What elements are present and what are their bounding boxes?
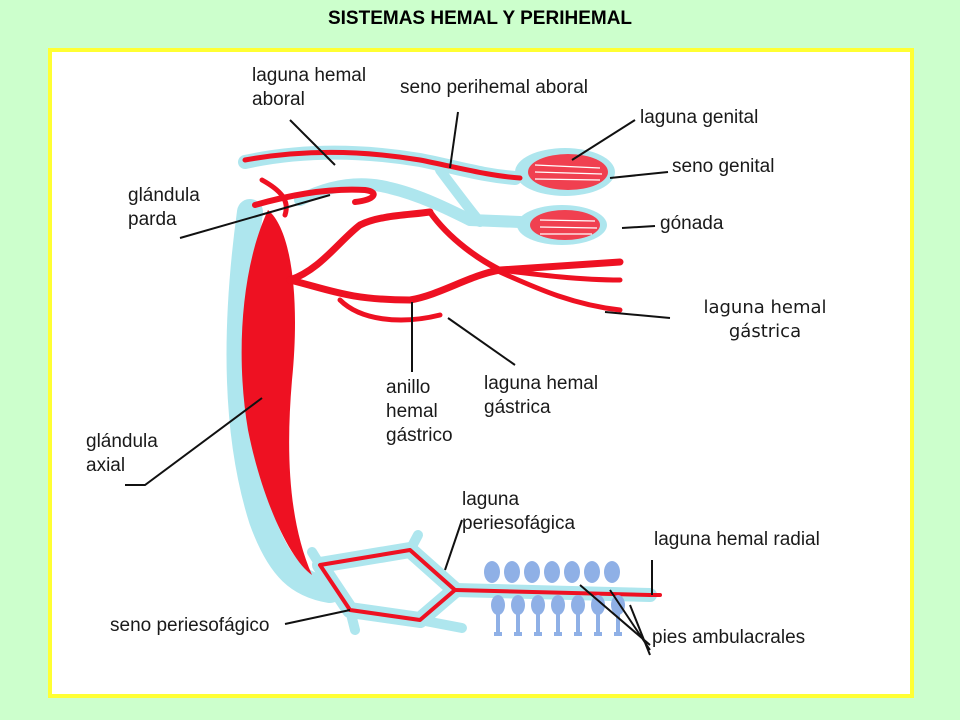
- label-seno-perihemal-aboral: seno perihemal aboral: [400, 77, 589, 98]
- gastric-lagoon-branch-2: [497, 269, 623, 313]
- label-laguna-hemal-gastrica-center: laguna hemal gástrica: [484, 373, 599, 418]
- tube-foot-ampulla: [584, 561, 600, 583]
- tube-foot-podium: [534, 612, 542, 636]
- label-seno-periesofagico: seno periesofágico: [110, 615, 270, 636]
- leader-laguna-hemal-gastrica-right: [604, 311, 671, 319]
- label-pies-ambulacrales: pies ambulacrales: [652, 627, 806, 648]
- genital-lagoon-upper-core: [528, 154, 608, 190]
- leader-glandula-parda: [179, 194, 331, 239]
- perihemal-stub-right: [405, 530, 423, 555]
- tube-foot-ampulla: [564, 561, 580, 583]
- leader-seno-periesofagico: [284, 609, 351, 625]
- leader-laguna-genital: [571, 119, 636, 161]
- leader-laguna-hemal-aboral: [289, 119, 336, 166]
- label-laguna-periesofagica: laguna periesofágica: [462, 489, 576, 534]
- tube-foot-ampulla: [571, 595, 585, 615]
- gonads: [515, 148, 615, 245]
- perihemal-stub-bottom: [345, 605, 360, 635]
- tube-foot-ampulla: [491, 595, 505, 615]
- tube-foot-ampulla: [524, 561, 540, 583]
- brown-gland-lagoon: [252, 186, 377, 208]
- tube-foot-ampulla: [484, 561, 500, 583]
- label-anillo-hemal-gastrico: anillo hemal gástrico: [386, 377, 453, 446]
- page-title: SISTEMAS HEMAL Y PERIHEMAL: [327, 8, 633, 29]
- label-laguna-hemal-radial: laguna hemal radial: [654, 529, 820, 550]
- tube-foot-podium: [494, 612, 502, 636]
- perihemal-gonad-link: [435, 165, 485, 227]
- tube-foot-ampulla: [511, 595, 525, 615]
- tube-foot-podium: [574, 612, 582, 636]
- leader-gonada: [621, 225, 656, 229]
- leader-glandula-axial: [125, 397, 263, 486]
- label-laguna-genital: laguna genital: [640, 107, 759, 128]
- leader-laguna-hemal-gastrica-center: [447, 317, 516, 366]
- leader-lines: [125, 111, 671, 656]
- periesophageal-hemal-ring: [318, 548, 457, 622]
- label-gonada: gónada: [660, 213, 724, 234]
- axial-gland: [241, 210, 312, 575]
- gastric-lagoon-main: [286, 258, 624, 304]
- label-laguna-hemal-gastrica-right: laguna hemal gástrica: [703, 297, 827, 342]
- tube-foot-podium: [614, 612, 622, 636]
- perihemal-stub-left: [307, 547, 325, 570]
- perihemal-axial-sinus: [226, 199, 343, 603]
- tube-foot-ampulla: [544, 561, 560, 583]
- gastric-ring: [337, 297, 443, 323]
- tube-foot-ampulla: [531, 595, 545, 615]
- tube-foot-podium: [554, 612, 562, 636]
- leader-seno-genital: [609, 171, 669, 179]
- tube-foot-ampulla: [591, 595, 605, 615]
- tube-foot-ampulla: [504, 561, 520, 583]
- label-seno-genital: seno genital: [672, 156, 775, 177]
- tube-foot-podium: [594, 612, 602, 636]
- label-glandula-parda: glándula parda: [128, 185, 200, 230]
- gastric-upper-branch: [427, 209, 503, 273]
- tube-foot-ampulla: [611, 595, 625, 615]
- tube-foot-ampulla: [604, 561, 620, 583]
- gonad-lower-core: [530, 210, 600, 240]
- gastric-lagoon-branch-1: [497, 267, 623, 283]
- perihemal-stub-bottom-right: [415, 615, 467, 633]
- tube-foot-ampulla: [551, 595, 565, 615]
- leader-pies-ambulacrales: [579, 584, 651, 656]
- gastric-lagoon-upper: [286, 208, 434, 284]
- leader-seno-perihemal-aboral: [449, 111, 459, 169]
- hemal-system: [241, 150, 662, 622]
- gonad-stripes: [534, 164, 603, 235]
- leader-laguna-periesofagica: [444, 519, 463, 571]
- tube-foot-podium: [514, 612, 522, 636]
- label-laguna-hemal-aboral: laguna hemal aboral: [252, 65, 367, 110]
- aboral-hemal-lagoon: [242, 150, 523, 181]
- radial-hemal-lagoon: [453, 588, 652, 597]
- label-glandula-axial: glándula axial: [86, 431, 158, 476]
- tube-feet: [484, 561, 625, 636]
